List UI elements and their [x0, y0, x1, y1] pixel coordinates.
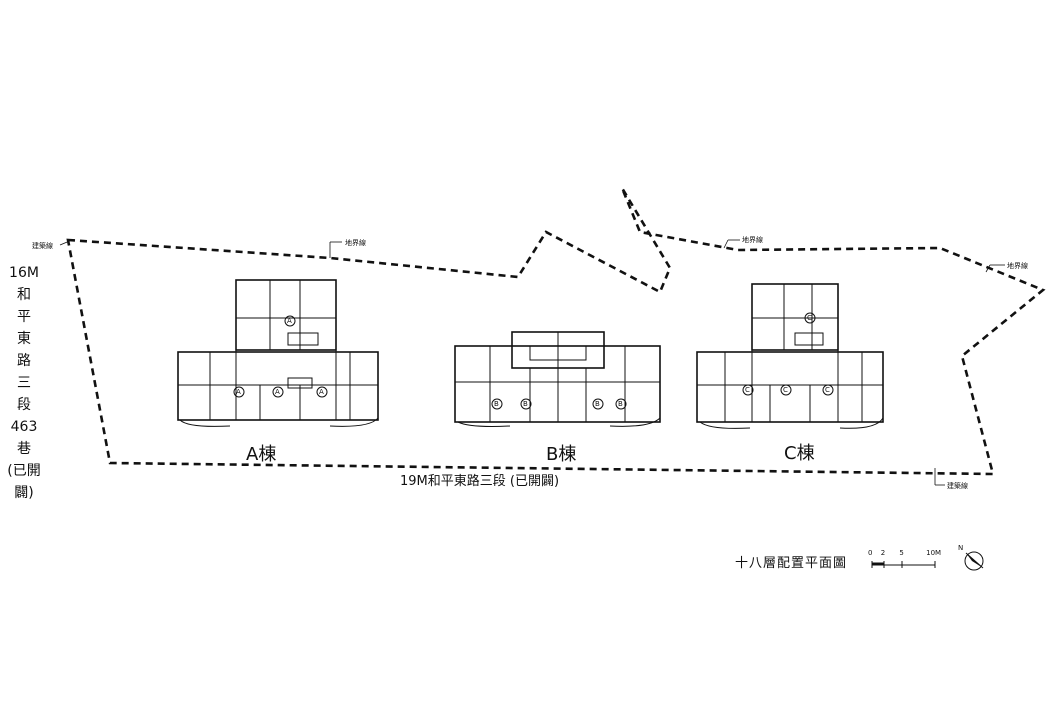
drawing-title: 十八層配置平面圖	[735, 556, 848, 571]
boundary-label: 地界線	[742, 236, 763, 244]
unit-tag: C	[825, 386, 830, 394]
left-road-line: 和	[17, 287, 31, 303]
left-road-label: 16M 和 平 東 路 三 段 463 巷 (已開闢)	[0, 262, 48, 501]
unit-tag: C	[807, 314, 812, 322]
left-road-line: 東	[17, 331, 31, 347]
unit-tag: B	[494, 400, 499, 408]
unit-tag: A	[287, 317, 292, 325]
unit-tag: B	[523, 400, 528, 408]
boundary-label: 地界線	[1007, 262, 1028, 270]
left-road-line: 巷	[17, 441, 31, 457]
setback-label: 建築線	[32, 242, 53, 250]
scale-tick-label: 10M	[926, 549, 942, 557]
left-road-line: 段	[17, 397, 31, 413]
left-road-line: 463	[10, 419, 38, 435]
building-c-label: C棟	[784, 443, 815, 464]
unit-tag: C	[745, 386, 750, 394]
unit-tag: A	[236, 388, 241, 396]
boundary-label: 地界線	[345, 239, 366, 247]
annotation-leaders	[59, 239, 1005, 486]
left-road-line: 16M	[9, 265, 39, 281]
site-boundary	[66, 187, 1046, 476]
left-road-line: 路	[17, 353, 31, 369]
building-b-label: B棟	[546, 444, 577, 465]
building-a-plan	[177, 279, 379, 427]
unit-tag: B	[618, 400, 623, 408]
left-road-line: (已開闢)	[7, 463, 41, 501]
left-road-line: 三	[17, 375, 31, 391]
building-b-plan	[454, 331, 661, 427]
building-c-plan	[696, 283, 884, 429]
unit-tag: A	[319, 388, 324, 396]
building-a-label: A棟	[246, 444, 277, 465]
unit-tag: B	[595, 400, 600, 408]
scale-labels: 0 2 5 10M	[868, 549, 941, 557]
scale-tick-label: 0	[868, 549, 873, 557]
bottom-road-label: 19M和平東路三段 (已開闢)	[400, 474, 560, 489]
north-arrow-icon	[964, 551, 984, 571]
unit-tag: A	[275, 388, 280, 396]
scale-tick-label: 5	[899, 549, 904, 557]
unit-tag: C	[783, 386, 788, 394]
north-label: N	[958, 544, 964, 552]
left-road-line: 平	[17, 309, 31, 325]
scale-tick-label: 2	[880, 549, 886, 557]
scale-bar	[871, 561, 936, 568]
setback-label: 建築線	[947, 482, 968, 490]
